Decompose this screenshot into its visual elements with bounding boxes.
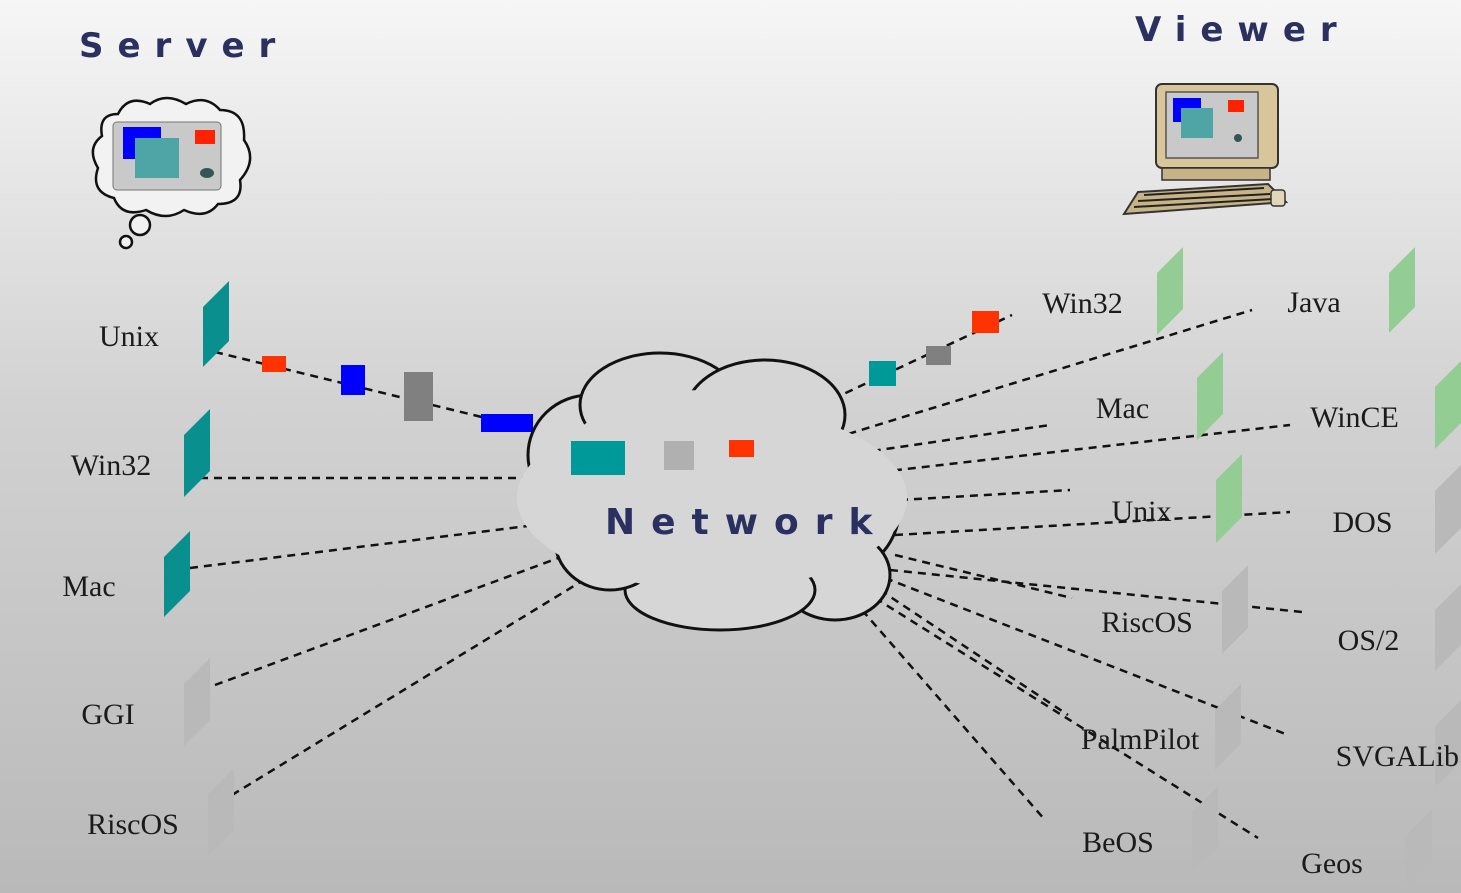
platform-label: Geos	[1301, 847, 1363, 880]
server-platform-ggi: GGI	[32, 658, 210, 746]
link-viewer-unix	[899, 488, 1071, 502]
thought-bubble-screen-icon	[91, 96, 252, 250]
platform-label: BeOS	[1082, 826, 1154, 859]
packet-gray	[926, 346, 951, 365]
packet-red	[972, 311, 999, 333]
platform-label: RiscOS	[1101, 605, 1193, 639]
link-viewer-win32	[819, 313, 1013, 407]
platform-label: WinCE	[1310, 401, 1399, 434]
packet-gray	[404, 372, 433, 421]
server-heading: Server	[79, 26, 290, 66]
platform-label: PalmPilot	[1080, 723, 1200, 756]
link-viewer-beos	[861, 609, 1046, 821]
packet-red	[729, 440, 754, 457]
link-viewer-riscos	[894, 553, 1073, 600]
viewer-platform-geos: Geos	[1258, 809, 1432, 893]
packet-blue	[481, 414, 533, 432]
server-platform-mac: Mac	[14, 531, 190, 617]
packet-teal	[571, 441, 625, 475]
platform-label: Unix	[1111, 494, 1172, 528]
viewer-platform-riscos: RiscOS	[1072, 565, 1248, 654]
platform-label: DOS	[1332, 505, 1393, 539]
platform-label: Win32	[70, 449, 152, 482]
server-platform-riscos: RiscOS	[58, 768, 234, 856]
packet-teal	[869, 361, 896, 386]
viewer-platform-mac: Mac	[1048, 352, 1223, 440]
link-server-ggi	[214, 548, 581, 687]
viewer-heading: Viewer	[1135, 10, 1351, 50]
viewer-platform-dos: DOS	[1290, 465, 1461, 554]
platform-label: Unix	[99, 320, 159, 353]
platform-label: Mac	[62, 570, 116, 603]
link-viewer-geos	[874, 596, 1259, 840]
link-viewer-svgalib	[884, 576, 1289, 737]
platform-label: SVGALib	[1335, 740, 1459, 773]
platform-label: Win32	[1042, 287, 1123, 320]
viewer-platform-java: Java	[1239, 247, 1415, 333]
platform-label: RiscOS	[87, 808, 179, 841]
link-viewer-mac	[844, 423, 1051, 457]
link-server-riscos	[231, 568, 601, 797]
platform-label: Mac	[1095, 392, 1150, 425]
viewer-platform-unix: Unix	[1067, 454, 1242, 543]
viewer-platform-palmpilot: PalmPilot	[1065, 684, 1241, 770]
packet-red	[262, 356, 286, 372]
viewer-platform-os2: OS/2	[1302, 584, 1461, 671]
platform-label: GGI	[81, 698, 135, 731]
viewer-platform-wince: WinCE	[1274, 361, 1461, 449]
link-viewer-wince	[879, 423, 1291, 474]
platform-label: Java	[1287, 286, 1341, 319]
server-platform-unix: Unix	[55, 281, 229, 367]
link-viewer-java	[834, 308, 1253, 440]
viewer-platform-win32: Win32	[1008, 247, 1183, 335]
packet-gray	[664, 441, 694, 470]
platform-label: OS/2	[1337, 623, 1400, 657]
desktop-computer-icon	[1122, 83, 1289, 216]
network-label: Network	[605, 502, 889, 543]
link-server-mac	[189, 520, 561, 570]
viewer-platform-svgalib: SVGALib	[1288, 700, 1461, 788]
server-platform-win32: Win32	[38, 409, 210, 497]
link-viewer-palmpilot	[879, 588, 1069, 717]
packet-blue	[341, 365, 365, 395]
viewer-platform-beos: BeOS	[1044, 786, 1218, 874]
